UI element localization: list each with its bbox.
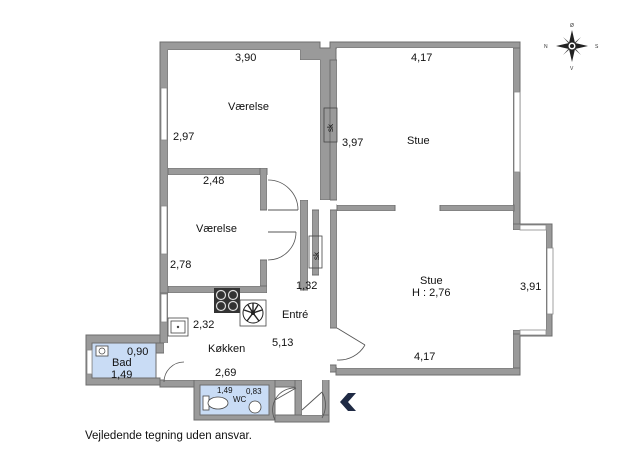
stove-icon (214, 288, 240, 313)
washbasin-icon (95, 345, 109, 357)
wc-depth: 0,83 (246, 387, 262, 396)
bad-depth: 1,49 (111, 369, 132, 381)
vaerelse-1-width: 3,90 (235, 52, 256, 64)
stue-2-height: H : 2,76 (412, 287, 451, 299)
entre-name: Entré (282, 309, 308, 321)
stue-1-name: Stue (407, 135, 430, 147)
fan-icon (239, 299, 267, 327)
vaerelse-1-name: Værelse (228, 101, 269, 113)
koekken-depth: 2,32 (193, 319, 214, 331)
vaerelse-2-width: 2,48 (203, 175, 224, 187)
vaerelse-2-name: Værelse (196, 223, 237, 235)
entre-width: 1,32 (296, 280, 317, 292)
vaerelse-2-depth: 2,78 (170, 259, 191, 271)
compass-n-label: N (544, 44, 548, 50)
entre-depth: 5,13 (272, 337, 293, 349)
sink-icon (167, 317, 189, 337)
stue-1-depth: 3,97 (342, 137, 363, 149)
bad-width: 0,90 (127, 346, 148, 358)
stue-2-width: 4,17 (414, 351, 435, 363)
entrance-arrow-icon (340, 393, 356, 411)
vaerelse-1-depth: 2,97 (173, 131, 194, 143)
closet-1-box (323, 107, 338, 143)
bad-name: Bad (112, 357, 132, 369)
wc-width: 1,49 (217, 386, 233, 395)
windows (86, 87, 554, 375)
stue-2-depth: 3,91 (520, 281, 541, 293)
koekken-name: Køkken (208, 343, 245, 355)
disclaimer-text: Vejledende tegning uden ansvar. (85, 430, 252, 442)
stue-2-name: Stue (420, 275, 443, 287)
closet-1-label: sk (326, 123, 335, 132)
closet-2-label: sk (312, 251, 321, 260)
compass-v-label: V (570, 66, 574, 72)
closet-2-box (308, 235, 323, 269)
room-labels: 3,90 Værelse 2,97 4,17 Stue 3,97 2,48 Væ… (111, 52, 541, 404)
stue-1-width: 4,17 (411, 52, 432, 64)
compass-o-label: Ø (570, 23, 574, 29)
room-interiors (164, 48, 546, 415)
doors (163, 179, 366, 421)
toilet-icon (202, 395, 262, 414)
compass-s-label: S (595, 44, 599, 50)
koekken-width: 2,69 (215, 367, 236, 379)
wc-name: WC (233, 395, 247, 404)
compass-rose-icon: Ø V N S (544, 23, 599, 72)
